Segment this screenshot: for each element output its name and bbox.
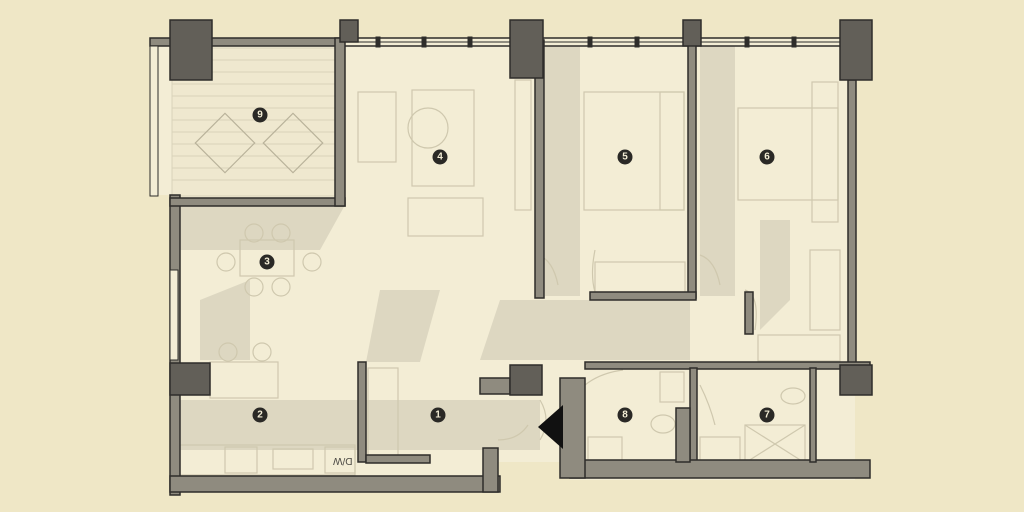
light-shadows	[180, 46, 790, 450]
balcony-chair	[194, 112, 256, 174]
dining-table	[239, 239, 295, 277]
room-marker-7: 7	[759, 407, 775, 423]
room-marker-3: 3	[259, 254, 275, 270]
balcony-chair	[262, 112, 324, 174]
room-marker-5: 5	[617, 149, 633, 165]
room-marker-8: 8	[617, 407, 633, 423]
tv-unit	[514, 79, 532, 211]
dishwasher-label: D/W	[333, 455, 353, 466]
sofa	[407, 197, 484, 237]
room-marker-4: 4	[432, 149, 448, 165]
furniture	[179, 79, 841, 476]
room-marker-6: 6	[759, 149, 775, 165]
room-marker-2: 2	[252, 407, 268, 423]
pillars	[169, 19, 873, 396]
coffee-table	[411, 89, 475, 187]
wardrobe	[757, 334, 841, 362]
round-table	[407, 107, 449, 149]
windows	[149, 36, 870, 361]
room-marker-1: 1	[430, 407, 446, 423]
wardrobe	[809, 249, 841, 331]
toilet	[659, 371, 685, 403]
entrance-arrow-icon	[538, 405, 563, 449]
armchair	[357, 91, 397, 163]
room-marker-9: 9	[252, 107, 268, 123]
